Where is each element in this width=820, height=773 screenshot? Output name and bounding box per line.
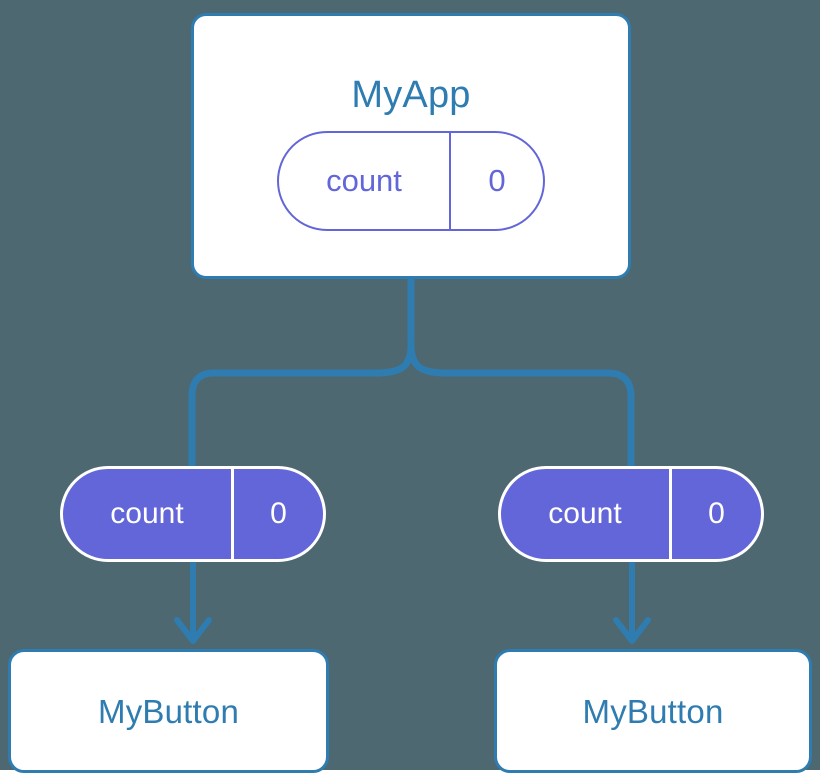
component-label-mybutton: MyButton: [98, 692, 239, 730]
component-node-myapp[interactable]: MyApp: [191, 13, 631, 279]
connector-elbow-left: [188, 369, 218, 474]
state-pill-child-left[interactable]: count 0: [60, 466, 326, 562]
state-pill-key: count: [501, 469, 672, 559]
state-pill-key: count: [63, 469, 234, 559]
state-pill-value: 0: [708, 497, 725, 530]
arrow-down-left-icon: [174, 617, 212, 644]
state-pill-child-right[interactable]: count 0: [498, 466, 764, 562]
connector-split-left: [210, 340, 415, 377]
component-label-myapp: MyApp: [351, 74, 471, 116]
connector-elbow-right: [604, 369, 635, 474]
connector-split-right: [407, 340, 612, 377]
state-pill-myapp[interactable]: count 0: [277, 131, 545, 231]
component-node-mybutton-right[interactable]: MyButton: [494, 649, 812, 773]
component-node-mybutton-left[interactable]: MyButton: [8, 649, 329, 773]
arrow-down-right-icon: [613, 617, 651, 644]
state-pill-value: 0: [488, 163, 506, 198]
component-label-mybutton: MyButton: [582, 692, 724, 730]
state-pill-key: count: [279, 133, 451, 229]
state-pill-value: 0: [270, 497, 287, 530]
